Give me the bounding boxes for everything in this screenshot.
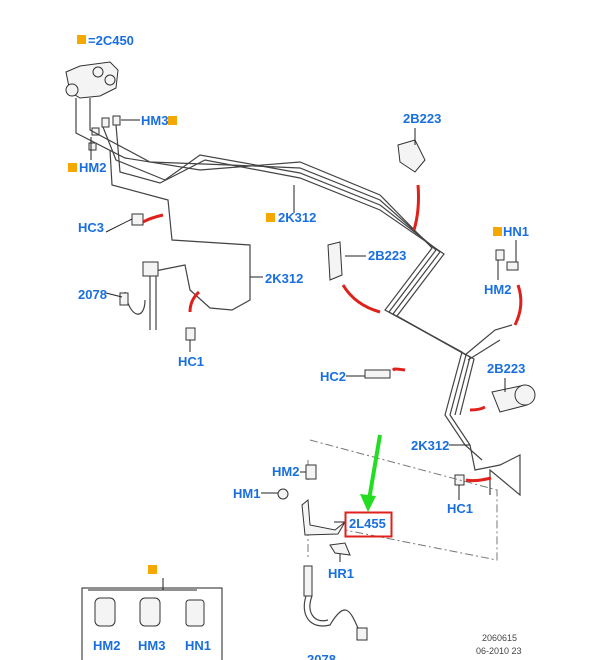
- label-hm1: HM1: [233, 486, 260, 501]
- label-hm2: HM2: [79, 160, 106, 175]
- clip-hr1: [329, 542, 351, 556]
- marker-square: [493, 227, 502, 236]
- fitting-hm2: [495, 249, 505, 261]
- brake-hose-upper: [119, 261, 159, 330]
- fitting: [112, 115, 121, 126]
- nut-hn1: [506, 261, 519, 271]
- legend-text: =2C450: [88, 33, 134, 48]
- kit-fitting-hm2: [94, 597, 116, 627]
- clip-hc1-left: [185, 327, 196, 341]
- brake-pipes: [75, 98, 521, 497]
- fitting: [101, 117, 110, 128]
- red-arrows: [142, 184, 523, 483]
- label-hn1: HN1: [503, 224, 529, 239]
- highlight-arrow: [367, 434, 382, 501]
- marker-square: [68, 163, 77, 172]
- kit-label-hn1: HN1: [185, 638, 211, 653]
- kit-nut-hn1: [185, 599, 205, 627]
- marker-square: [168, 116, 177, 125]
- label-hc1: HC1: [447, 501, 473, 516]
- highlight-arrowhead: [360, 494, 376, 512]
- bracket-2b223-mid: [327, 241, 343, 281]
- label-2b223: 2B223: [487, 361, 525, 376]
- bracket-2b223-right-ring: [514, 384, 536, 406]
- label-2k312: 2K312: [265, 271, 303, 286]
- label-hc1: HC1: [178, 354, 204, 369]
- clip-hc3: [131, 213, 144, 226]
- leader-lines: [88, 119, 517, 591]
- reference-code: 2060615: [482, 633, 517, 643]
- kit-label-hm2: HM2: [93, 638, 120, 653]
- bolt-hm2: [305, 464, 317, 480]
- bracket-2b223-top: [397, 139, 426, 173]
- brake-hose-lower: [303, 565, 368, 641]
- highlight-box: [344, 511, 393, 538]
- label-hr1: HR1: [328, 566, 354, 581]
- label-2b223: 2B223: [403, 111, 441, 126]
- label-2k312: 2K312: [278, 210, 316, 225]
- label-2k312: 2K312: [411, 438, 449, 453]
- label-hm3: HM3: [141, 113, 168, 128]
- kit-fitting-hm3: [139, 597, 161, 627]
- label-2078: 2078: [307, 652, 336, 660]
- marker-square: [266, 213, 275, 222]
- abs-module: [65, 61, 119, 99]
- bracket-2l455: [301, 498, 346, 536]
- kit-square: [148, 565, 157, 574]
- reference-date: 06-2010 23: [476, 646, 522, 656]
- label-hm2: HM2: [484, 282, 511, 297]
- label-hm2: HM2: [272, 464, 299, 479]
- kit-box: [81, 587, 223, 660]
- clip-hc2: [364, 369, 391, 379]
- label-hc2: HC2: [320, 369, 346, 384]
- legend-square: [77, 35, 86, 44]
- label-2078: 2078: [78, 287, 107, 302]
- clip-hc1-right: [454, 474, 465, 486]
- label-hc3: HC3: [78, 220, 104, 235]
- label-2l455: 2L455: [349, 516, 386, 531]
- kit-label-hm3: HM3: [138, 638, 165, 653]
- bolt-hm1: [277, 488, 289, 500]
- fitting: [88, 142, 97, 151]
- label-2b223: 2B223: [368, 248, 406, 263]
- assembly-outline: [309, 439, 498, 561]
